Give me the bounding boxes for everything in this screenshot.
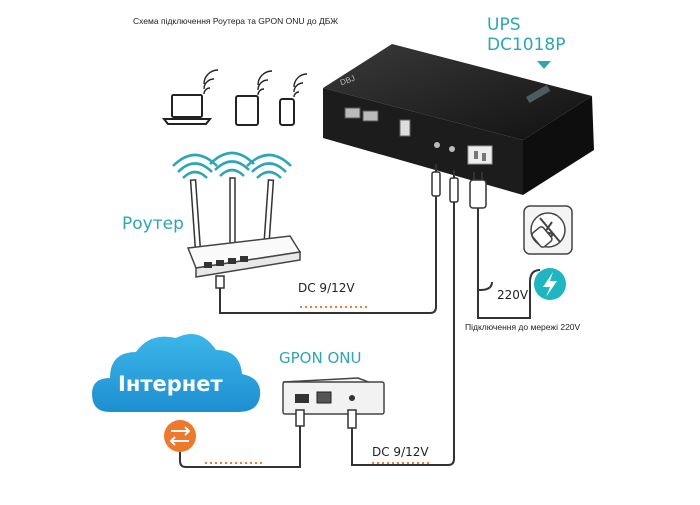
ups-label: UPS DC1018P bbox=[487, 15, 565, 55]
smartphone-icon bbox=[279, 73, 308, 126]
swap-arrows-icon bbox=[164, 420, 196, 452]
internet-cloud bbox=[92, 334, 261, 412]
ups-dc-port-1 bbox=[434, 142, 440, 148]
ups-dc-port-2 bbox=[449, 146, 455, 152]
dc-plug-gpon bbox=[449, 170, 459, 203]
gpon-label: GPON ONU bbox=[279, 349, 362, 367]
router-dc-voltage: DC 9/12V bbox=[298, 281, 355, 295]
wifi-icon bbox=[293, 73, 308, 98]
cable-mains bbox=[477, 208, 493, 318]
ups-device bbox=[323, 44, 594, 195]
cable-ethernet bbox=[179, 425, 301, 468]
power-bolt-icon bbox=[534, 268, 566, 300]
dc-plug-router bbox=[431, 164, 441, 197]
cable-router-dc bbox=[219, 196, 437, 314]
ups-label-model: DC1018P bbox=[487, 35, 566, 55]
cable-mains-to-socket bbox=[477, 269, 541, 319]
ups-lan-port-2 bbox=[362, 110, 379, 122]
ups-lan-port-1 bbox=[344, 107, 361, 119]
mains-voltage: 220V bbox=[497, 288, 529, 302]
mains-caption: Підключення до мережі 220V bbox=[465, 322, 581, 332]
wifi-icon bbox=[257, 70, 273, 96]
wifi-icon bbox=[172, 151, 292, 179]
wall-socket bbox=[523, 205, 573, 255]
internet-label: Інтернет bbox=[118, 372, 223, 396]
ups-label-line1: UPS bbox=[487, 15, 521, 35]
wifi-icon bbox=[203, 69, 219, 95]
ups-usb-port bbox=[399, 119, 411, 137]
tablet-icon bbox=[235, 70, 273, 126]
ups-ac-inlet bbox=[467, 145, 493, 165]
diagram-title: Схема підключення Роутера та GPON ONU до… bbox=[133, 16, 339, 26]
gpon-dc-voltage: DC 9/12V bbox=[372, 445, 429, 459]
ups-label-pointer bbox=[537, 61, 551, 69]
gpon-onu-device bbox=[282, 377, 385, 429]
ups-display bbox=[526, 84, 551, 104]
cables bbox=[179, 196, 541, 468]
ac-plug bbox=[469, 172, 487, 209]
laptop-icon bbox=[161, 69, 219, 125]
cable-gpon-dc bbox=[351, 202, 455, 466]
router-label: Роутер bbox=[122, 214, 184, 234]
router-device bbox=[172, 151, 302, 289]
